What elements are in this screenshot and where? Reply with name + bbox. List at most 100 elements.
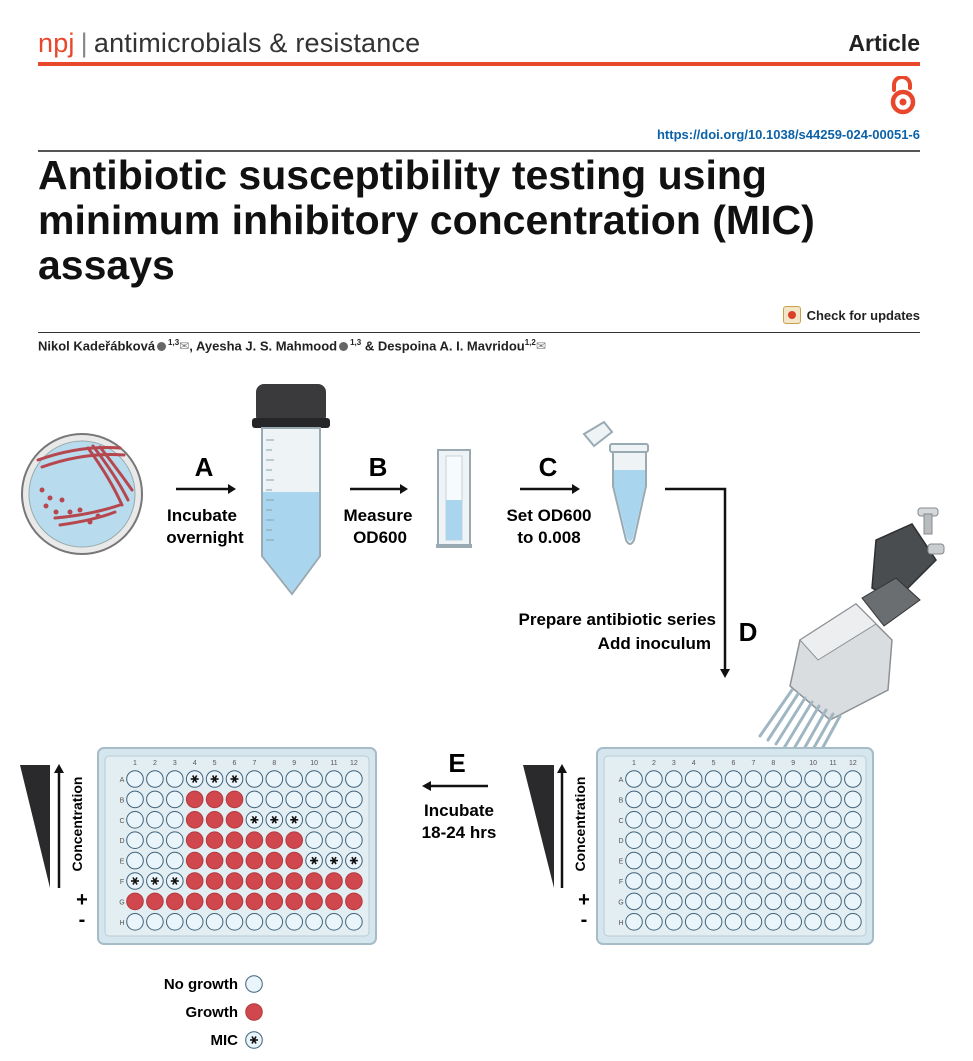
well-empty [744,770,763,788]
plate-row-label: A [619,777,624,784]
well-empty [764,790,783,809]
minus-sign-right: - [581,909,588,931]
plate-column-label: 9 [292,760,296,767]
plate-column-label: 12 [849,760,857,767]
plate-row-label: A [120,777,125,784]
plate-column-label: 10 [809,760,817,767]
well-empty [744,811,763,829]
well-growth [345,892,363,911]
well-empty [146,851,164,870]
email-icon[interactable]: ✉ [535,339,546,354]
well-empty [325,790,343,809]
well-empty [166,851,184,870]
well-growth [285,892,304,911]
well-growth [265,831,284,850]
author-name[interactable]: Despoina A. I. Mavridou [377,338,525,354]
step-e-text: Incubate [424,801,494,820]
well-empty [166,790,184,809]
plate-column-label: 11 [330,760,337,767]
email-icon[interactable]: ✉ [179,339,190,354]
plate-column-label: 8 [272,760,276,767]
plate-column-label: 5 [213,760,217,767]
well-empty [844,790,862,809]
well-growth [225,831,244,850]
well-empty [305,831,323,850]
well-empty [645,872,663,890]
well-empty [285,770,304,788]
step-c-text: to 0.008 [517,528,580,547]
well-growth [245,892,264,911]
well-empty [824,790,842,809]
concentration-gradient-left [20,765,50,888]
well-empty [265,790,284,809]
doi-link[interactable]: https://doi.org/10.1038/s44259-024-00051… [656,127,920,142]
header-rule [38,62,920,66]
well-empty [784,913,803,931]
well-empty [645,831,663,850]
well-growth [245,831,264,850]
well-empty [265,913,284,931]
well-empty [625,770,643,788]
authors-rule [38,332,920,333]
well-empty [684,811,703,829]
orcid-icon[interactable] [157,342,167,352]
well-growth [225,811,244,829]
workflow-figure: A Incubate overnight B Measure OD600 C S… [20,384,945,1049]
legend-swatch [245,1003,263,1021]
well-empty [724,811,743,829]
well-empty [645,892,663,911]
well-empty [804,811,822,829]
orcid-icon[interactable] [339,342,349,352]
well-empty [146,770,164,788]
well-growth [345,872,363,890]
well-empty [126,770,144,788]
plate-row-label: E [120,859,125,866]
step-c-text: Set OD600 [506,506,591,525]
well-empty [824,811,842,829]
plate-column-label: 5 [712,760,716,767]
journal-separator: | [80,28,88,58]
well-growth [225,851,244,870]
well-empty [305,913,323,931]
well-empty [804,892,822,911]
plate-row-label: F [619,879,623,886]
plate-column-label: 1 [133,760,137,767]
well-empty [824,872,842,890]
plate-column-label: 9 [791,760,795,767]
well-empty [764,892,783,911]
well-empty [146,913,164,931]
well-empty [166,831,184,850]
well-empty [166,811,184,829]
well-growth [185,892,204,911]
author-name[interactable]: Ayesha J. S. Mahmood [195,338,338,354]
well-empty [684,770,703,788]
culture-tube-icon [252,384,330,596]
well-empty [625,892,643,911]
plate-column-label: 2 [153,760,157,767]
well-empty [665,811,683,829]
well-empty [764,811,783,829]
concentration-label-right: Concentration [572,777,588,872]
journal-prefix: npj [38,28,75,58]
well-empty [325,770,343,788]
check-updates-button[interactable]: Check for updates [782,306,920,324]
author-name[interactable]: Nikol Kadeřábková [38,338,156,354]
well-empty [126,851,144,870]
well-growth [126,892,144,911]
plate-row-label: C [618,818,623,825]
plus-sign-left: + [76,889,88,911]
well-empty [844,831,862,850]
well-growth [305,892,323,911]
author-affiliation: 1,2 [524,338,536,347]
well-empty [665,892,683,911]
plate-row-label: H [618,920,623,927]
well-empty [265,770,284,788]
paper-title: Antibiotic susceptibility testing using … [38,152,815,288]
well-growth [325,892,343,911]
well-empty [126,811,144,829]
well-empty [824,913,842,931]
well-empty [764,851,783,870]
well-empty [625,851,643,870]
